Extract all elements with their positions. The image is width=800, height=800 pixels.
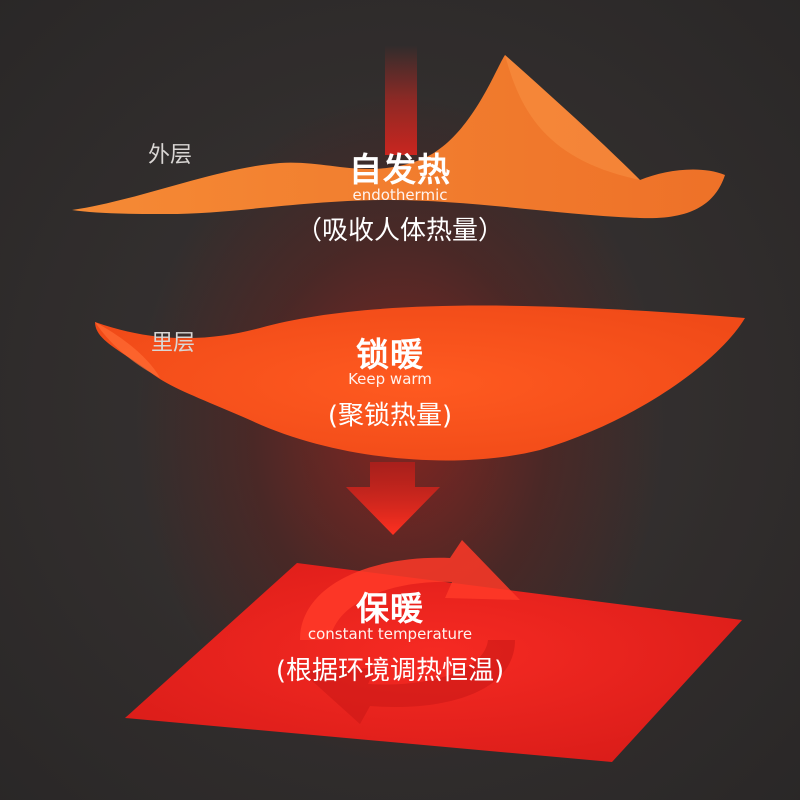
heat-arrow-shaft	[385, 45, 417, 155]
down-arrow-icon	[346, 462, 440, 535]
outer-layer-subtitle: （吸收人体热量）	[250, 210, 550, 247]
outer-layer-title: 自发热	[300, 143, 500, 191]
base-layer-english: constant temperature	[270, 625, 510, 643]
outer-layer-english: endothermic	[300, 186, 500, 204]
inner-layer-subtitle: (聚锁热量)	[280, 395, 500, 432]
inner-layer-title: 锁暖	[300, 328, 480, 376]
base-layer-title: 保暖	[300, 582, 480, 630]
base-layer-subtitle: (根据环境调热恒温)	[240, 650, 540, 687]
inner-layer-english: Keep warm	[300, 370, 480, 388]
inner-layer-label: 里层	[151, 325, 195, 357]
outer-layer-label: 外层	[148, 137, 192, 169]
